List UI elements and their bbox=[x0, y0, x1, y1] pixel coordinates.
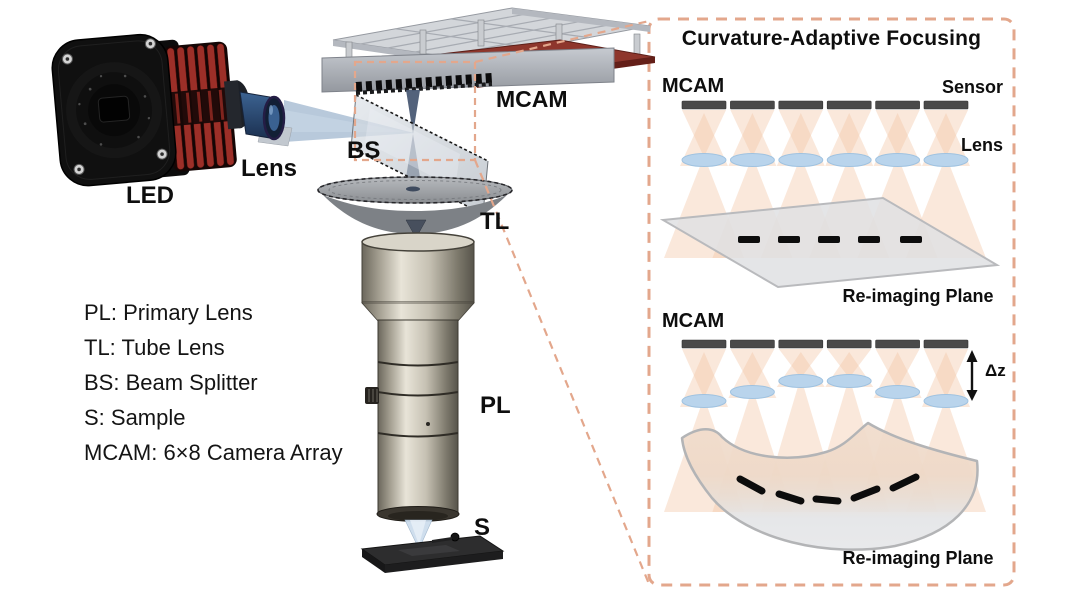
sensor-array-flat bbox=[681, 100, 969, 110]
curved-plane-label: Re-imaging Plane bbox=[842, 548, 994, 568]
led-label: LED bbox=[126, 182, 174, 209]
lens-array-curved bbox=[681, 374, 969, 408]
lens-array-flat bbox=[681, 153, 969, 167]
focal-dashes-curved bbox=[736, 473, 920, 505]
sample-stage bbox=[360, 519, 505, 573]
mcam-label: MCAM bbox=[496, 86, 568, 112]
delta-z-arrow bbox=[966, 350, 978, 401]
sensor-array-curved bbox=[681, 339, 969, 349]
sample-label: S bbox=[474, 514, 491, 541]
condenser-lens bbox=[239, 91, 293, 147]
delta-z-label: Δz bbox=[985, 361, 1006, 380]
curved-mcam-label: MCAM bbox=[662, 310, 725, 332]
tube-lens bbox=[317, 176, 513, 239]
legend-line: BS: Beam Splitter bbox=[84, 370, 258, 395]
led-source bbox=[51, 33, 251, 187]
panel-border bbox=[647, 17, 1016, 587]
tube-lens-label: TL bbox=[480, 208, 510, 235]
focusing-panel-art bbox=[647, 17, 1016, 587]
flat-mcam-label: MCAM bbox=[662, 75, 725, 97]
zoom-callout bbox=[353, 19, 651, 585]
legend-line: MCAM: 6×8 Camera Array bbox=[84, 440, 343, 465]
abbreviation-legend: PL: Primary Lens TL: Tube Lens BS: Beam … bbox=[84, 295, 343, 470]
focal-dashes-flat bbox=[738, 236, 922, 243]
mcam-assembly bbox=[321, 7, 656, 95]
beam-splitter-label: BS bbox=[347, 137, 381, 164]
apparatus-3d bbox=[51, 7, 656, 585]
legend-line: S: Sample bbox=[84, 405, 186, 430]
panel-title: Curvature-Adaptive Focusing bbox=[681, 27, 982, 50]
legend-line: PL: Primary Lens bbox=[84, 300, 253, 325]
lens-label: Lens bbox=[241, 155, 298, 182]
primary-lens bbox=[361, 232, 475, 522]
primary-lens-label: PL bbox=[480, 392, 511, 419]
flat-sensor-label: Sensor bbox=[941, 77, 1003, 97]
flat-lens-label: Lens bbox=[960, 135, 1003, 155]
legend-line: TL: Tube Lens bbox=[84, 335, 225, 360]
reimaging-plane-curved bbox=[680, 421, 979, 551]
flat-plane-label: Re-imaging Plane bbox=[842, 286, 994, 306]
